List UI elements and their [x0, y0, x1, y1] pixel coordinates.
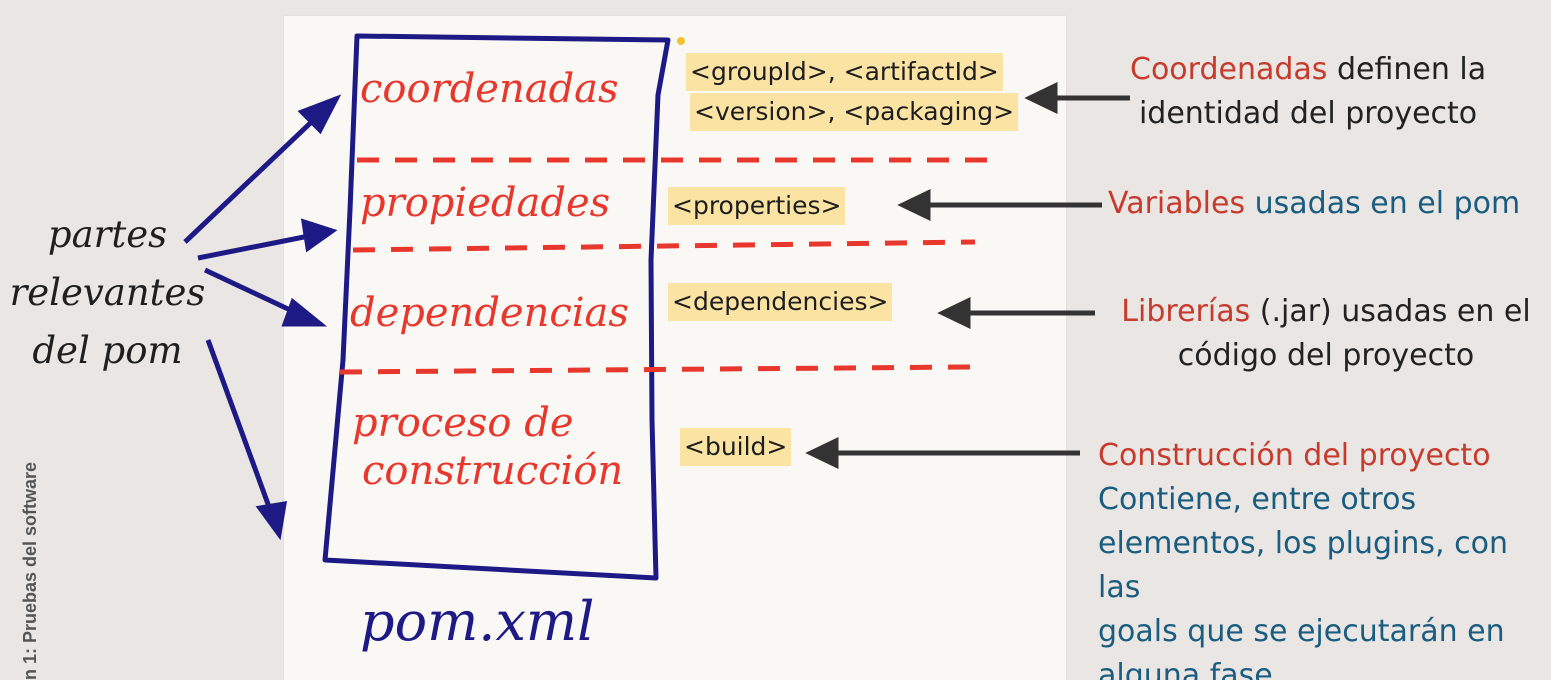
arrowhead-coordenadas — [297, 94, 342, 135]
arrowhead-desc-dependencias — [937, 297, 971, 329]
pom-box — [322, 33, 671, 581]
arrowhead-proceso — [255, 500, 288, 541]
desc-dependencias: Librerías (.jar) usadas en el código del… — [1106, 290, 1546, 378]
arrow-to-propiedades — [197, 232, 315, 261]
desc-propiedades-red: Variables — [1108, 186, 1246, 221]
arrow-to-proceso — [205, 339, 275, 516]
side-caption: n 1: Pruebas del software — [20, 461, 40, 680]
left-label-line3: del pom — [32, 329, 183, 372]
tag-dependencies: <dependencies> — [668, 283, 893, 321]
tag-coordenadas-line2: <version>, <packaging> — [690, 93, 1019, 131]
desc-coordenadas-red: Coordenadas — [1130, 52, 1328, 87]
desc-build-line5: alguna fase — [1098, 658, 1273, 680]
desc-coordenadas: Coordenadas definen la identidad del pro… — [1130, 48, 1486, 136]
arrowhead-propiedades — [300, 218, 338, 253]
separator-dashes-2 — [352, 239, 976, 253]
file-label: pom.xml — [360, 590, 595, 653]
section-label-propiedades: propiedades — [360, 180, 611, 226]
desc-coordenadas-rest: definen la — [1327, 52, 1487, 87]
desc-propiedades-blue: usadas en el pom — [1245, 186, 1521, 221]
left-arrows — [183, 94, 342, 541]
desc-build-line4: goals que se ejecutarán en — [1098, 614, 1505, 649]
arrowhead-desc-coordenadas — [1024, 82, 1058, 114]
arrowhead-desc-propiedades — [897, 189, 931, 221]
arrowhead-desc-build — [805, 437, 839, 469]
desc-build-line2: Contiene, entre otros — [1098, 482, 1417, 517]
desc-dependencias-line2: código del proyecto — [1177, 338, 1475, 373]
section-label-dependencias: dependencias — [350, 290, 629, 336]
left-label: partes relevantes del pom — [0, 206, 215, 380]
tag-coordenadas-line1: <groupId>, <artifactId> — [686, 53, 1003, 91]
tag-build: <build> — [680, 428, 792, 466]
desc-propiedades: Variables usadas en el pom — [1108, 182, 1520, 226]
arrow-to-coordenadas — [183, 110, 324, 244]
left-label-line2: relevantes — [9, 271, 206, 314]
separator-dashes-3 — [339, 364, 971, 375]
desc-build: Construcción del proyecto Contiene, entr… — [1098, 434, 1551, 680]
desc-dependencias-red: Librerías — [1121, 294, 1251, 329]
left-label-line1: partes — [47, 213, 168, 256]
desc-dependencias-dark: (.jar) usadas en el — [1250, 294, 1531, 329]
arrowhead-dependencias — [281, 297, 328, 327]
section-label-proceso-line1: proceso de — [352, 400, 574, 446]
note-marker-icon — [677, 37, 685, 45]
desc-build-red: Construcción del proyecto — [1098, 438, 1491, 473]
section-label-proceso-line2: construcción — [362, 448, 624, 494]
right-arrows — [805, 82, 1130, 469]
section-label-coordenadas: coordenadas — [360, 66, 619, 112]
desc-build-line3: elementos, los plugins, con las — [1098, 526, 1508, 605]
tag-properties: <properties> — [668, 187, 846, 225]
desc-coordenadas-line2: identidad del proyecto — [1138, 96, 1478, 131]
